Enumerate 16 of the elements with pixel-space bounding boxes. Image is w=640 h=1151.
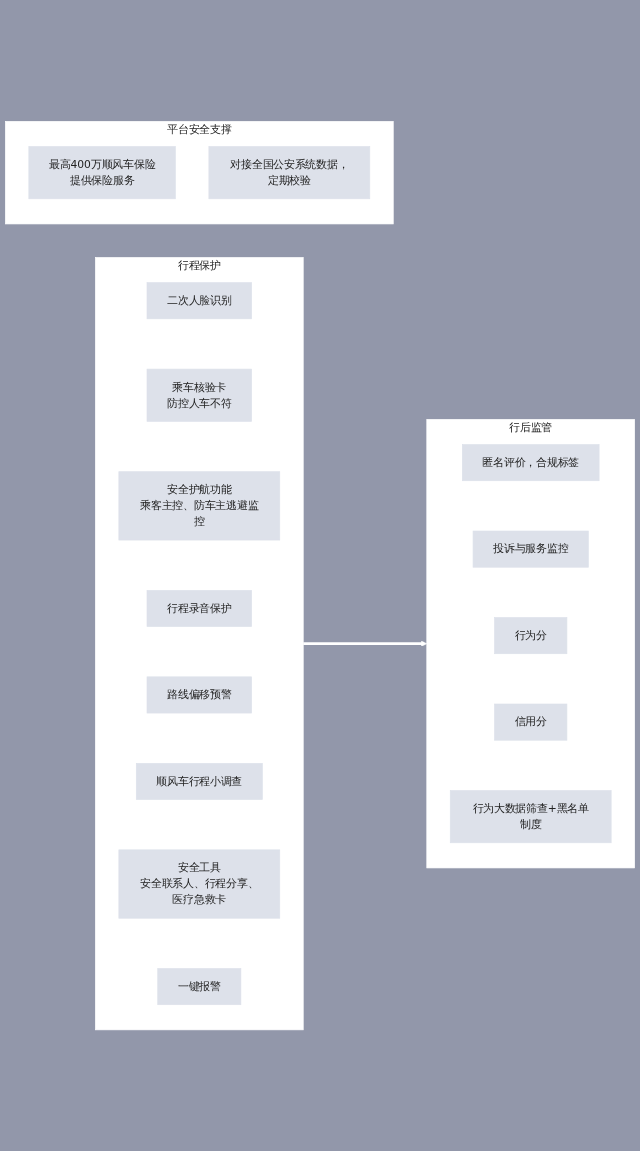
node-box: 投诉与服务监控 (472, 530, 589, 568)
node-box: 匿名评价，合规标签 (462, 444, 600, 481)
node-box: 信用分 (494, 703, 568, 741)
node-box: 最高400万顺风车保险 提供保险服务 (28, 146, 176, 200)
node-box: 对接全国公安系统数据，定期校验 (208, 146, 371, 200)
node-box: 安全工具 安全联系人、行程分享、医疗急救卡 (118, 849, 281, 919)
node-box: 一键报警 (157, 968, 242, 1005)
node-box: 行程录音保护 (146, 589, 252, 627)
node-box: 行为大数据筛查+黑名单制度 (449, 790, 612, 843)
node-box: 顺风车行程小调查 (135, 762, 263, 800)
node-box: 行为分 (494, 617, 568, 654)
node-box: 二次人脸识别 (146, 282, 252, 320)
node-box: 安全护航功能 乘客主控、防车主逃避监控 (118, 471, 281, 541)
node-box: 乘车核验卡 防控人车不符 (146, 368, 252, 422)
arrow (303, 640, 428, 647)
node-box: 路线偏移预警 (146, 676, 252, 714)
